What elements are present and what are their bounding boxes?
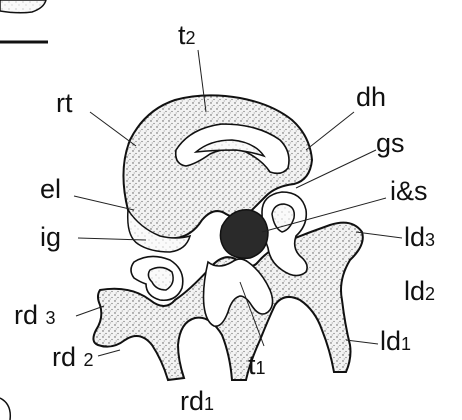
label-rd2: rd 2 <box>52 342 94 372</box>
partial-figure-fragment <box>0 0 46 13</box>
leader-ld1 <box>346 340 378 344</box>
label-t1: t1 <box>248 350 266 380</box>
label-gs: gs <box>376 128 405 158</box>
label-dh: dh <box>356 82 386 112</box>
dark-mass <box>220 210 268 258</box>
partial-circle-fragment <box>0 398 10 420</box>
label-rd1: rd1 <box>180 386 214 416</box>
label-el: el <box>40 174 61 204</box>
leader-rd2 <box>98 350 120 356</box>
label-rt: rt <box>56 88 73 118</box>
label-rd3: rd 3 <box>14 300 56 330</box>
label-ld1: ld1 <box>380 326 411 356</box>
leader-rt <box>90 112 136 146</box>
label-t2: t2 <box>178 20 196 50</box>
label-ld3: ld3 <box>404 222 435 252</box>
leader-rd3 <box>76 306 104 316</box>
leader-dh <box>306 112 354 150</box>
label-ld2: ld2 <box>404 276 435 306</box>
label-ig: ig <box>40 222 61 252</box>
label-is: i&s <box>390 176 428 206</box>
